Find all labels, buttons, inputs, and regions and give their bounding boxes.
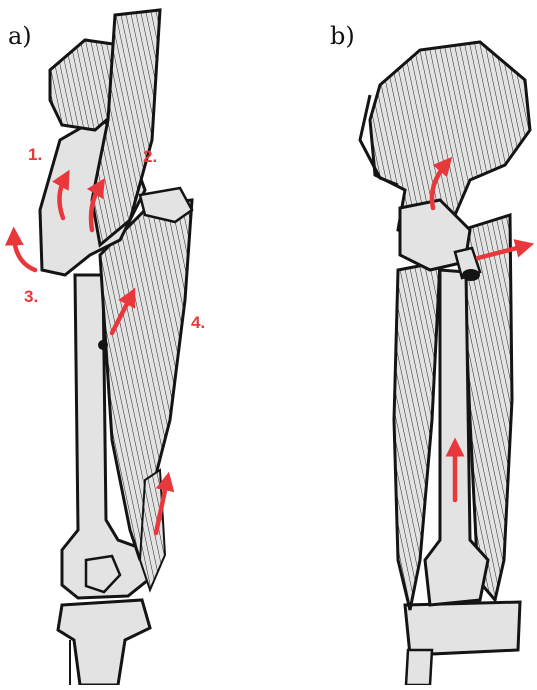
- panel-label-b: b): [330, 22, 355, 50]
- annotation-2: 2.: [143, 147, 157, 167]
- arrow-3: [14, 236, 35, 270]
- tibia-b: [405, 602, 520, 655]
- annotation-3: 3.: [24, 287, 38, 307]
- tibia-a: [58, 600, 150, 685]
- annotation-1: 1.: [28, 145, 42, 165]
- panel-label-a: a): [8, 22, 32, 50]
- annotation-4: 4.: [191, 313, 205, 333]
- panel-a-drawing: [40, 10, 192, 685]
- panel-b-drawing: [360, 42, 530, 685]
